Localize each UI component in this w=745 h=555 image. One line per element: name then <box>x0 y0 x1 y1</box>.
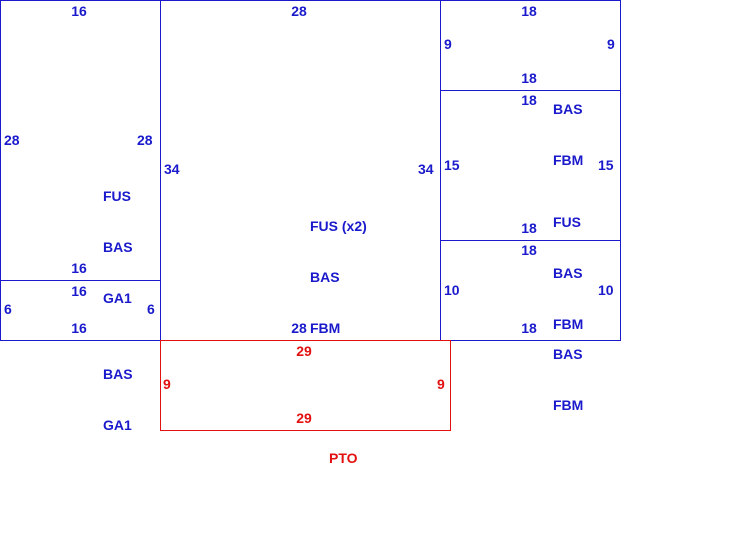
dim-left: 9 <box>444 36 452 52</box>
code-label: PTO <box>329 450 358 466</box>
dim-left: 28 <box>4 132 20 148</box>
dim-right: 9 <box>607 36 615 52</box>
dim-right: 6 <box>147 301 155 317</box>
area-right-bottom[interactable] <box>440 240 621 341</box>
dim-bottom: 18 <box>521 70 537 86</box>
code-label: BAS <box>553 265 583 281</box>
code-label: BAS <box>103 239 133 255</box>
code-label: BAS <box>310 269 340 285</box>
area-porch[interactable] <box>160 340 451 431</box>
dim-bottom: 18 <box>521 320 537 336</box>
dim-bottom: 16 <box>71 320 87 336</box>
code-label: FUS <box>103 188 131 204</box>
area-codes: PTO <box>329 416 358 501</box>
dim-left: 9 <box>163 376 171 392</box>
dim-right: 15 <box>598 157 614 173</box>
area-codes: FUS BAS FBM <box>553 180 583 367</box>
code-label: BAS <box>553 346 583 362</box>
area-center[interactable] <box>160 0 441 341</box>
dim-top: 16 <box>71 283 87 299</box>
code-label: FBM <box>553 397 584 413</box>
dim-right: 10 <box>598 282 614 298</box>
dim-bottom: 28 <box>291 320 307 336</box>
dim-top: 18 <box>521 92 537 108</box>
code-label: GA1 <box>103 417 132 433</box>
area-codes: BAS FBM <box>553 67 583 203</box>
area-codes: BAS FBM <box>553 312 583 448</box>
code-label: GA1 <box>103 290 132 306</box>
dim-right: 28 <box>137 132 153 148</box>
dim-top: 29 <box>296 343 312 359</box>
dim-bottom: 16 <box>71 260 87 276</box>
dim-top: 28 <box>291 3 307 19</box>
code-label: BAS <box>103 366 133 382</box>
area-codes: BAS GA1 <box>103 332 133 468</box>
code-label: FUS <box>553 214 581 230</box>
code-label: FUS (x2) <box>310 218 367 234</box>
code-label: BAS <box>553 101 583 117</box>
code-label: FBM <box>553 152 584 168</box>
code-label: FBM <box>310 320 341 336</box>
dim-left: 10 <box>444 282 460 298</box>
dim-top: 16 <box>71 3 87 19</box>
area-codes: FUS (x2) BAS FBM <box>310 184 367 371</box>
dim-right: 9 <box>437 376 445 392</box>
dim-bottom: 18 <box>521 220 537 236</box>
dim-left: 6 <box>4 301 12 317</box>
code-label: FBM <box>553 316 584 332</box>
dim-right: 34 <box>418 161 434 177</box>
dim-bottom: 29 <box>296 410 312 426</box>
dim-top: 18 <box>521 3 537 19</box>
dim-left: 15 <box>444 157 460 173</box>
area-codes: FUS BAS GA1 <box>103 154 133 341</box>
area-right-middle[interactable] <box>440 90 621 241</box>
dim-left: 34 <box>164 161 180 177</box>
dim-top: 18 <box>521 242 537 258</box>
